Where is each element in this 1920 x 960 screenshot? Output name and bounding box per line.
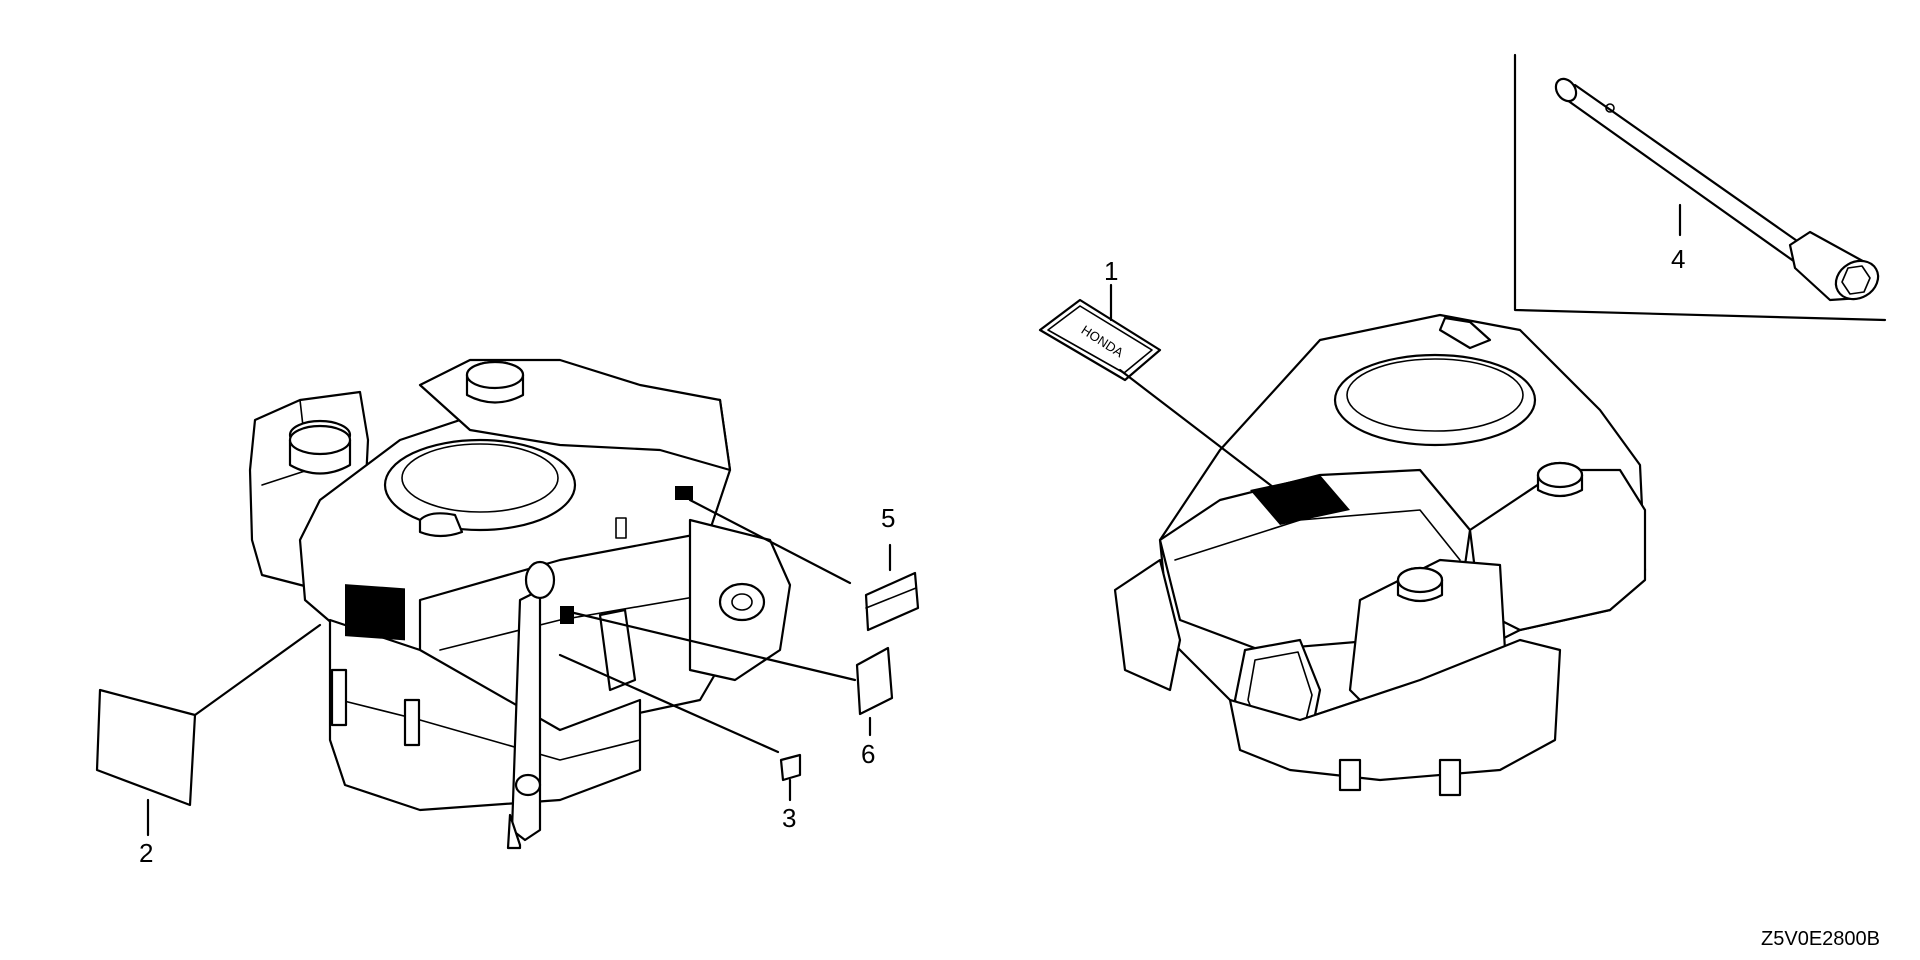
callout-5-label: 5 [881,503,895,533]
callout-3-label: 3 [782,803,796,833]
callout-6-label: 6 [861,739,875,769]
callout-2-label: 2 [139,838,153,868]
label-6-location-mark [560,606,574,624]
callout-1-label: 1 [1104,256,1118,286]
label-5-icon [864,571,920,632]
label-2-icon [95,688,197,807]
engine-left-icon [248,358,792,850]
label-5-location-mark [675,486,693,500]
engine-right-icon [1113,313,1647,797]
label-3-icon [779,753,802,782]
honda-emblem-icon: HONDA [1038,298,1162,382]
callout-4-label: 4 [1671,244,1685,274]
spark-plug-wrench-icon [1513,53,1887,322]
leader-lines [146,203,1682,837]
diagram-code: Z5V0E2800B [1761,928,1880,950]
label-6-icon [855,646,894,716]
label-2-location-mark [345,584,405,641]
